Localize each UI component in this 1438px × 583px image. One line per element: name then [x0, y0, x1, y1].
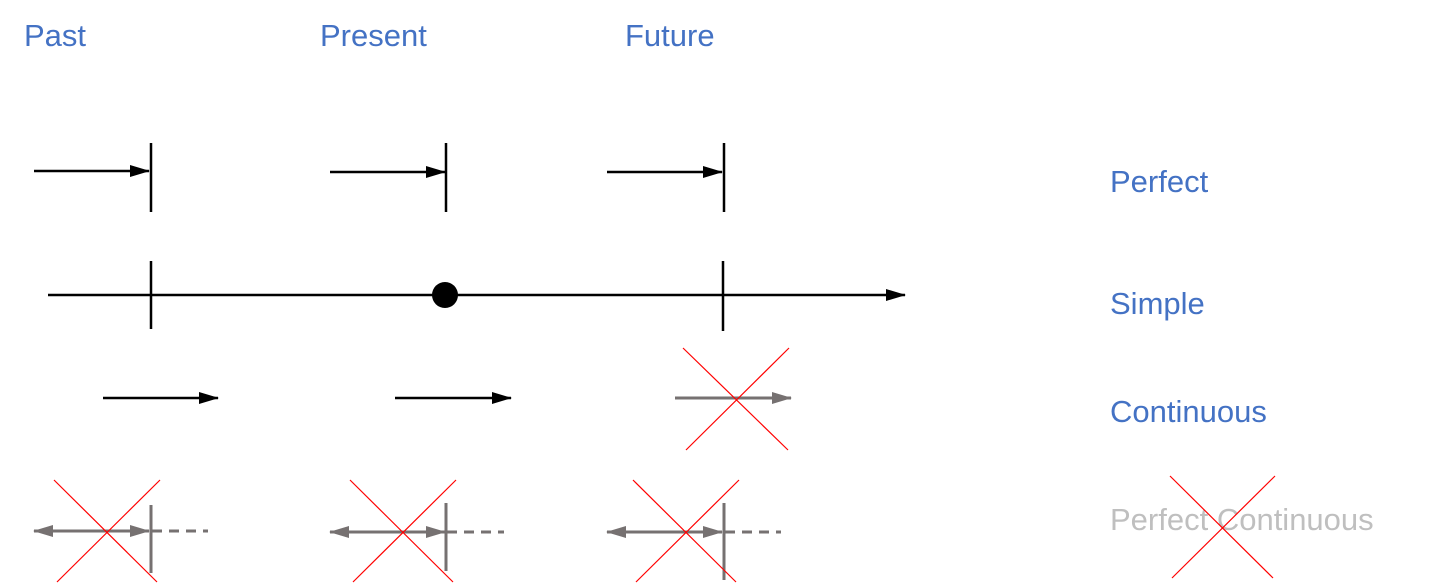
- cross-mark: [349, 479, 457, 583]
- column-label-future: Future: [625, 18, 715, 53]
- cross-mark-perfect-continuous-label: [1169, 475, 1276, 579]
- simple-timeline: [48, 261, 906, 331]
- present-point-dot: [432, 282, 458, 308]
- perfect-past-diagram: [34, 143, 153, 212]
- row-label-simple: Simple: [1110, 286, 1205, 321]
- cross-mark: [53, 479, 161, 583]
- column-label-present: Present: [320, 18, 427, 53]
- cross-mark: [682, 347, 790, 451]
- cross-mark: [632, 479, 740, 583]
- column-label-past: Past: [24, 18, 86, 53]
- perfect-future-diagram: [607, 143, 726, 212]
- perfect-continuous-past-diagram: [33, 479, 208, 583]
- perfect-continuous-future-diagram: [606, 479, 781, 583]
- row-label-perfect: Perfect: [1110, 164, 1209, 199]
- perfect-continuous-present-diagram: [329, 479, 504, 583]
- row-label-continuous: Continuous: [1110, 394, 1267, 429]
- row-label-perfect-continuous: Perfect Continuous: [1110, 502, 1374, 537]
- continuous-future-diagram: [675, 347, 792, 451]
- perfect-present-diagram: [330, 143, 448, 212]
